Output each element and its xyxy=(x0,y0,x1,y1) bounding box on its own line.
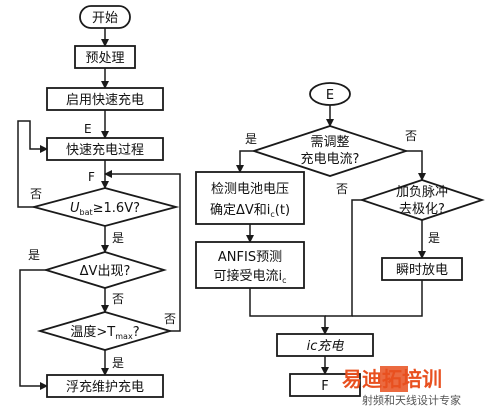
decision-temp-label: 温度>Tmax? xyxy=(70,324,139,341)
label-adjust-yes: 是 xyxy=(245,132,257,146)
fast-charge-process-label: 快速充电过程 xyxy=(66,142,144,158)
connector-e-left: E xyxy=(84,122,92,136)
preprocess-label: 预处理 xyxy=(85,51,124,66)
voltage-subscript: bat xyxy=(80,208,93,217)
connector-f-right: F xyxy=(321,379,328,394)
connector-f-left: F xyxy=(88,170,95,184)
label-delta-no: 否 xyxy=(112,292,124,306)
detect-line2-sub: c xyxy=(270,210,274,219)
anfis-line2: 可接受电流ic xyxy=(213,268,286,285)
adjust-line2: 充电电流? xyxy=(301,151,360,167)
temp-condition-pre: 温度>T xyxy=(70,324,115,340)
float-charge-label: 浮充维护充电 xyxy=(66,379,144,395)
detect-line2-post: (t) xyxy=(275,203,290,218)
temp-subscript: max xyxy=(115,332,133,341)
watermark-sub: 射频和天线设计专家 xyxy=(362,393,461,407)
loop-temp-no xyxy=(104,170,181,332)
pulse-line2: 去极化? xyxy=(399,202,445,217)
adjust-line1: 需调整 xyxy=(310,135,349,150)
arrow-discharge-merge xyxy=(352,280,423,317)
temp-condition-post: ? xyxy=(133,325,140,340)
detect-line2-pre: 确定ΔV和i xyxy=(210,203,270,218)
connector-e-right: E xyxy=(326,88,334,103)
decision-adjust-current xyxy=(251,125,409,177)
arrow-adjust-yes xyxy=(236,150,254,173)
loop-voltage-no-entry xyxy=(25,120,48,153)
decision-delta-v-label: ΔV出现? xyxy=(80,264,131,279)
enable-fast-charge-label: 启用快速充电 xyxy=(66,92,144,108)
arrow-delta-yes-float xyxy=(19,269,48,390)
decision-voltage-label: Ubat≥1.6V? xyxy=(70,201,140,217)
voltage-symbol: U xyxy=(70,201,80,216)
anfis-line2-sub: c xyxy=(282,276,286,285)
loop-voltage-no xyxy=(17,120,34,208)
label-pulse-yes: 是 xyxy=(428,231,440,245)
float-charge-box xyxy=(46,374,164,398)
ic-charge-label: ic充电 xyxy=(307,339,345,354)
instant-discharge-label: 瞬时放电 xyxy=(396,263,448,278)
watermark-logo-mark xyxy=(380,366,408,392)
pulse-line1: 加负脉冲 xyxy=(396,185,448,200)
label-pulse-no: 否 xyxy=(336,182,348,196)
voltage-condition: ≥1.6V? xyxy=(93,201,140,216)
label-voltage-no: 否 xyxy=(30,187,42,201)
label-delta-yes: 是 xyxy=(28,248,40,262)
label-temp-no: 否 xyxy=(164,312,176,326)
label-voltage-yes: 是 xyxy=(112,231,124,245)
label-adjust-no: 否 xyxy=(405,129,417,143)
arrow-pulse-no xyxy=(325,199,362,317)
detect-line1: 检测电池电压 xyxy=(211,182,289,197)
watermark-main: 易迪拓培训 xyxy=(342,367,442,391)
start-label: 开始 xyxy=(92,11,118,26)
arrow-anfis-ic xyxy=(249,288,329,335)
anfis-line1: ANFIS预测 xyxy=(218,250,282,265)
detect-line2: 确定ΔV和ic(t) xyxy=(210,203,290,219)
arrow-adjust-no xyxy=(406,150,426,181)
label-temp-yes: 是 xyxy=(112,356,124,370)
anfis-line2-pre: 可接受电流i xyxy=(213,268,282,284)
connector-f-box xyxy=(289,373,361,397)
